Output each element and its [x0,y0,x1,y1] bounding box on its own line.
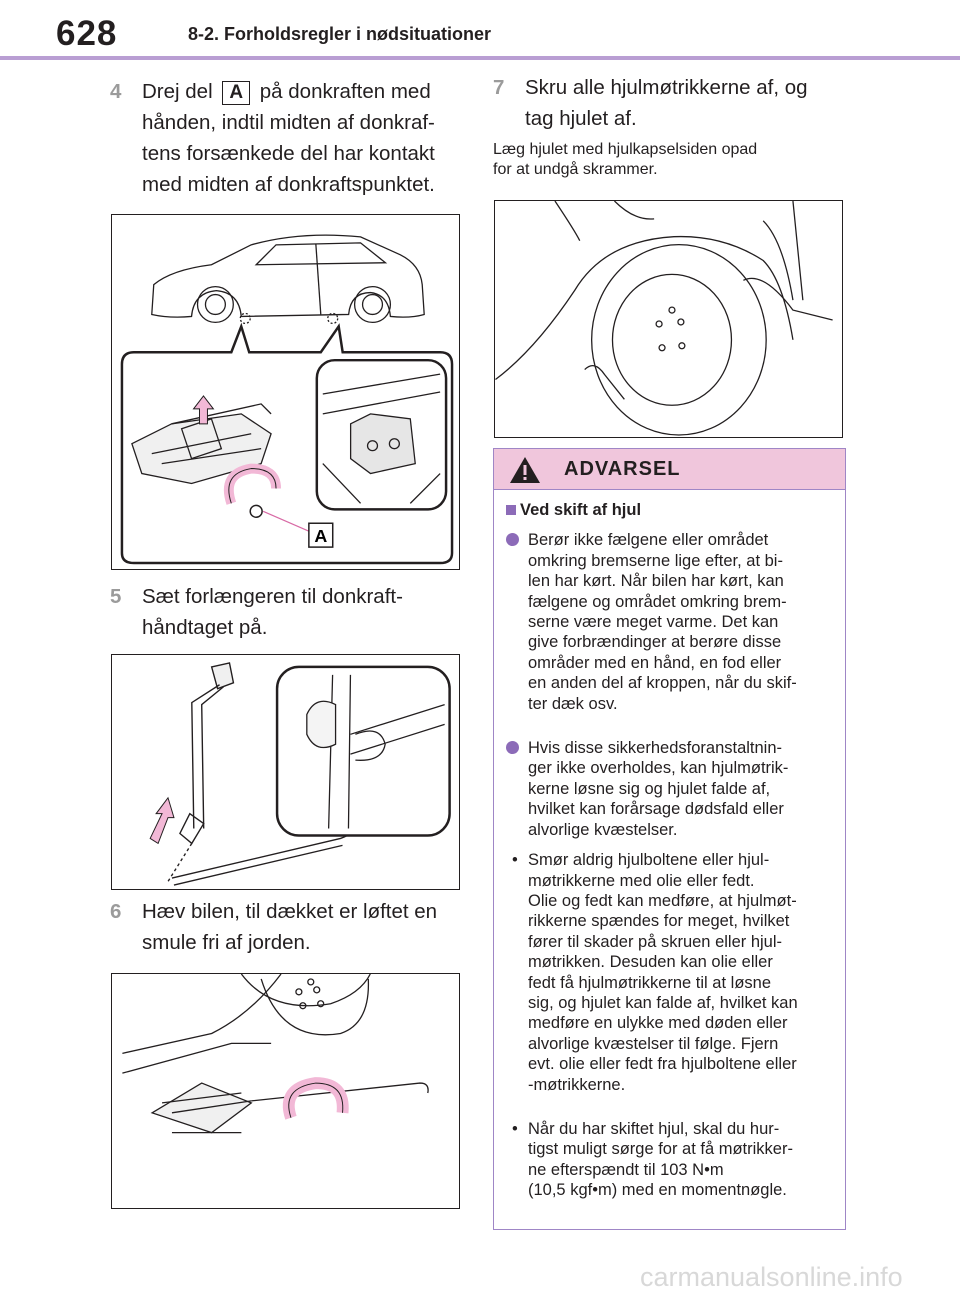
warning-line: sig, og hjulet kan falde af, hvilket kan [528,993,798,1012]
step-text: Sæt forlængeren til donkraft- [142,585,403,608]
warning-line: Berør ikke fælgene eller området [528,531,769,550]
bullet-dot-icon [506,741,519,755]
warning-bullet: • Når du har skiftet hjul, skal du hur- … [506,1119,833,1201]
subheading-square-icon [506,505,516,515]
warning-line: give forbrændinger at berøre disse [528,633,782,652]
step-6: 6 Hæv bilen, til dækket er løftet en smu… [110,896,470,958]
header-rule [0,56,960,60]
figure-remove-wheel [494,200,843,438]
step-text: Skru alle hjulmøtrikkerne af, og [525,76,808,99]
warning-line: (10,5 kgf•m) med en momentnøgle. [528,1181,787,1200]
warning-line: Når du har skiftet hjul, skal du hur- [528,1119,780,1138]
bullet-char: • [512,851,518,870]
step-text: smule fri af jorden. [142,931,311,954]
step-5: 5 Sæt forlængeren til donkraft- håndtage… [110,581,470,643]
warning-item: Hvis disse sikkerhedsforanstaltnin- ger … [506,738,833,840]
jack-illustration: A [120,234,454,565]
step-number: 6 [110,900,122,923]
step-text: håndtaget på. [142,616,268,639]
note-line: for at undgå skrammer. [493,161,658,178]
watermark: carmanualsonline.info [640,1262,903,1292]
step-text: tag hjulet af. [525,107,637,130]
step-text: tens forsænkede del har kontakt [142,142,435,165]
warning-line: en anden del af kroppen, når du skif- [528,674,797,693]
step-text: hånden, indtil midten af donkraf- [142,111,435,134]
warning-line: møtrikkerne med olie eller fedt. [528,871,755,890]
step-number: 4 [110,80,122,103]
warning-triangle-icon [508,455,542,490]
warning-line: fører til skader på skruen eller hjul- [528,932,783,951]
part-label-a: A [222,81,251,105]
handle-illustration [149,662,451,886]
warning-line: områder med en hånd, en fod eller [528,653,782,672]
warning-line: hvilket kan forårsage dødsfald eller [528,800,784,819]
warning-line: Hvis disse sikkerhedsforanstaltnin- [528,739,783,758]
warning-line: fedt få hjulmøtrikkerne til at løsne [528,973,772,992]
step-text: Hæv bilen, til dækket er løftet en [142,900,438,923]
figure-handle-extension [111,654,460,890]
warning-line: len har kørt. Når bilen har kørt, kan [528,572,784,591]
warning-line: ne efterspændt til 103 N•m [528,1160,724,1179]
warning-line: ger ikke overholdes, kan hjulmøtrik- [528,759,789,778]
warning-line: alvorlige kvæstelser til følge. Fjern [528,1034,779,1053]
warning-item: Berør ikke fælgene eller området omkring… [506,530,833,714]
section-title: 8-2. Forholdsregler i nødsituationer [188,24,492,44]
warning-line: tigst muligt sørge for at få møtrikker- [528,1140,793,1159]
warning-line: møtrikken. Desuden kan olie eller [528,953,773,972]
remove-wheel-illustration [495,201,833,436]
warning-line: medføre en ulykke med døden eller [528,1014,788,1033]
warning-line: omkring bremserne lige efter, at bi- [528,551,783,570]
step-text: med midten af donkraftspunktet. [142,173,435,196]
note-line: Læg hjulet med hjulkapselsiden opad [493,141,758,158]
step-7: 7 Skru alle hjulmøtrikkerne af, og tag h… [493,72,853,134]
warning-line: serne være meget varme. Det kan [528,613,779,632]
warning-line: -møtrikkerne. [528,1075,626,1094]
step-text: på donkraften med [259,80,431,103]
step-text: Drej del [142,80,213,103]
callout-label-a: A [314,526,327,546]
page-header: 628 8-2. Forholdsregler i nødsituationer [0,0,960,64]
warning-line: kerne løsne sig og hjulet falde af, [528,779,771,798]
warning-subheading: Ved skift af hjul [506,500,833,520]
wheel-note: Læg hjulet med hjulkapselsiden opad for … [493,140,853,180]
warning-line: ter dæk osv. [528,694,618,713]
step-4: 4 Drej del A på donkraften med hånden, i… [110,76,470,200]
warning-title: ADVARSEL [564,458,681,480]
figure-raise-car [111,973,460,1209]
bullet-char: • [512,1119,518,1138]
page-number: 628 [56,14,118,53]
bullet-dot-icon [506,533,519,547]
warning-line: Olie og fedt kan medføre, at hjulmøt- [528,891,797,910]
warning-line: alvorlige kvæstelser. [528,820,678,839]
warning-subheading-text: Ved skift af hjul [520,501,642,519]
warning-box: ADVARSEL Ved skift af hjul Berør ikke fæ… [493,448,846,1230]
warning-line: evt. olie eller fedt fra hjulboltene ell… [528,1055,797,1074]
step-number: 5 [110,585,122,608]
raise-car-illustration [122,974,429,1134]
step-number: 7 [493,76,505,99]
warning-line: fælgene og området omkring brem- [528,592,787,611]
warning-line: Smør aldrig hjulboltene eller hjul- [528,851,770,870]
warning-header: ADVARSEL [494,449,845,490]
warning-line: rikkerne spændes for meget, hvilket [528,912,790,931]
figure-jack-position: A [111,214,460,570]
warning-bullet: • Smør aldrig hjulboltene eller hjul- mø… [506,850,833,1095]
